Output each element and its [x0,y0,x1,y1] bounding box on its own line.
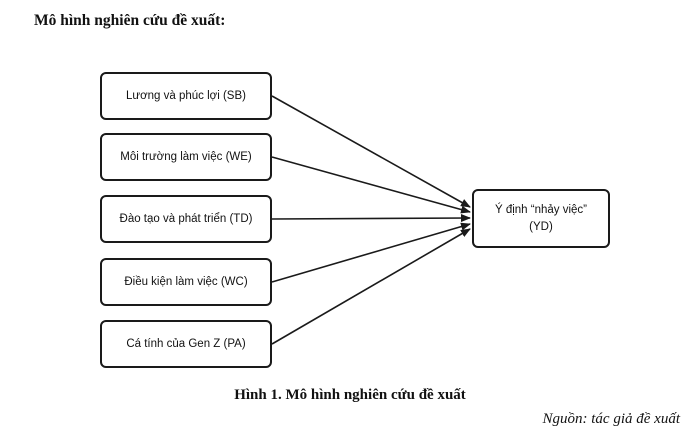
arrow-sb-to-yd [271,95,471,208]
arrow-we-to-yd [271,156,471,214]
factor-label-we: Môi trường làm việc (WE) [120,150,252,163]
factor-label-td: Đào tạo và phát triển (TD) [119,212,253,225]
arrow-pa-to-yd [271,228,471,345]
outcome-code: (YD) [529,220,553,233]
factor-box-pa: Cá tính của Gen Z (PA) [100,320,272,368]
factor-box-wc: Điều kiện làm việc (WC) [100,258,272,306]
factor-box-sb: Lương và phúc lợi (SB) [100,72,272,120]
factor-label-wc: Điều kiện làm việc (WC) [124,275,248,288]
arrow-td-to-yd [271,214,471,223]
factor-label-sb: Lương và phúc lợi (SB) [126,89,246,102]
arrow-wc-to-yd [271,222,471,283]
diagram-heading: Mô hình nghiên cứu đề xuất: [34,12,226,29]
factor-box-we: Môi trường làm việc (WE) [100,133,272,181]
factor-box-td: Đào tạo và phát triển (TD) [100,195,272,243]
figure-caption: Hình 1. Mô hình nghiên cứu đề xuất [234,387,466,403]
factor-label-pa: Cá tính của Gen Z (PA) [126,337,246,350]
outcome-box-yd: Ý định “nhảy việc” (YD) [472,189,610,248]
source-note: Nguồn: tác giả đề xuất [542,411,680,427]
outcome-label: Ý định “nhảy việc” [494,203,588,216]
